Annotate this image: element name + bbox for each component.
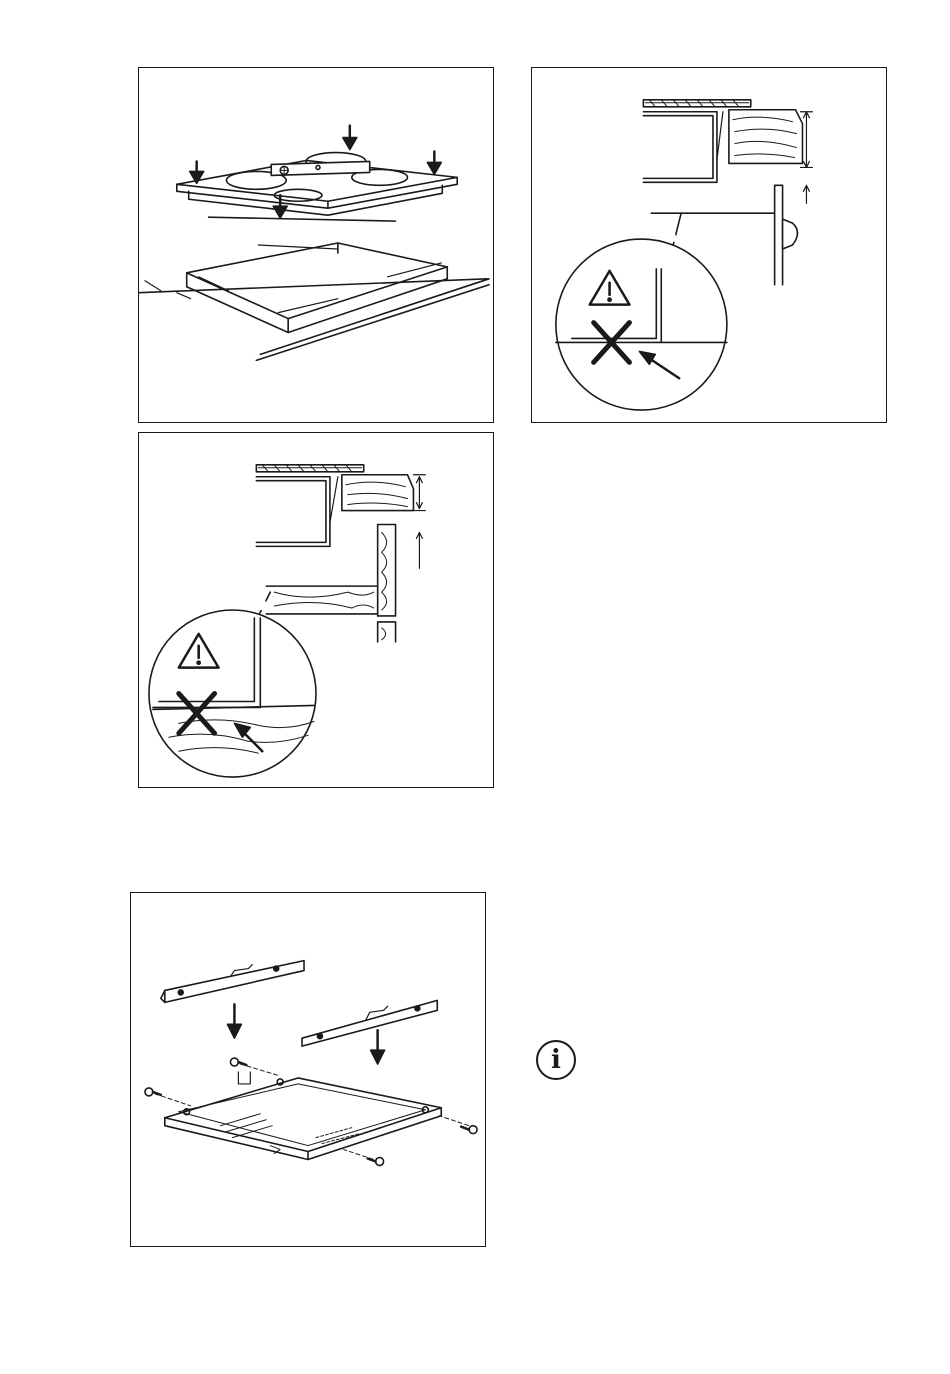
figure-hob-insertion — [138, 67, 494, 423]
cut-out-frame — [139, 217, 489, 360]
figure-gap-warning-b — [138, 432, 494, 788]
wooden-worktop — [717, 110, 803, 164]
right-bracket — [302, 1000, 437, 1046]
magnifier-callout — [149, 588, 316, 777]
wooden-worktop — [330, 475, 414, 523]
magnifier-callout — [556, 213, 727, 410]
figure-bracket-assembly — [130, 892, 486, 1247]
left-bracket — [161, 961, 304, 1003]
hob-appliance — [177, 153, 457, 216]
height-dimension-icon — [413, 475, 425, 568]
hob-base — [165, 1072, 441, 1160]
figure-gap-warning-a — [531, 67, 887, 423]
down-arrow-icon — [227, 1004, 384, 1064]
info-icon: i — [536, 1040, 576, 1080]
